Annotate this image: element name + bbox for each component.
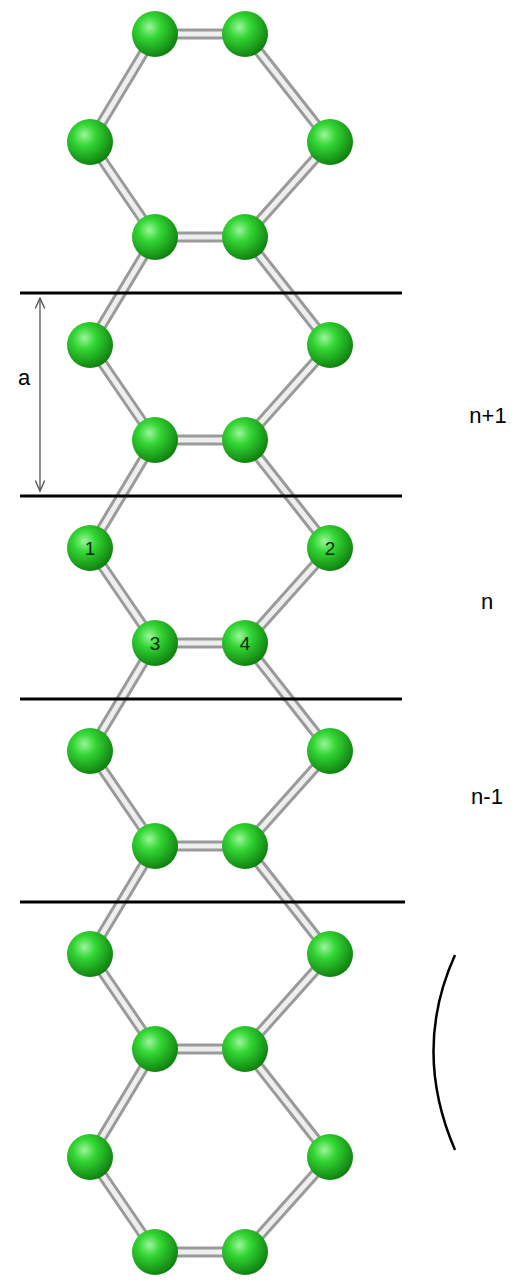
- dimension-label: a: [18, 367, 30, 389]
- atom-group: [67, 11, 353, 1275]
- atom-number: 1: [85, 539, 96, 558]
- atom-number: 3: [150, 634, 161, 653]
- atom: [132, 214, 178, 260]
- atom: [132, 1026, 178, 1072]
- matrix-bracket: [434, 955, 456, 1150]
- atom: [132, 417, 178, 463]
- bond-group: [90, 34, 330, 1252]
- atom: [132, 620, 178, 666]
- cell-index: n: [481, 591, 493, 613]
- cell-separators: [20, 293, 405, 902]
- cell-index: n-1: [471, 786, 503, 808]
- atom: [67, 728, 113, 774]
- atom: [132, 11, 178, 57]
- atom: [307, 1134, 353, 1180]
- atom: [132, 1229, 178, 1275]
- atom: [222, 1026, 268, 1072]
- atom: [222, 11, 268, 57]
- cell-index: n+1: [469, 405, 506, 427]
- atom-number: 4: [240, 634, 251, 653]
- atom: [132, 823, 178, 869]
- atom: [307, 119, 353, 165]
- atom: [67, 525, 113, 571]
- atom: [67, 1134, 113, 1180]
- atom: [222, 417, 268, 463]
- lattice-constant-arrow: [39, 298, 40, 491]
- atom: [67, 931, 113, 977]
- atom-number: 2: [325, 539, 336, 558]
- atom: [67, 322, 113, 368]
- atom: [222, 823, 268, 869]
- atom: [307, 728, 353, 774]
- atom: [67, 119, 113, 165]
- atom: [307, 525, 353, 571]
- atom: [222, 1229, 268, 1275]
- atom: [222, 214, 268, 260]
- atom: [222, 620, 268, 666]
- atom: [307, 931, 353, 977]
- atom: [307, 322, 353, 368]
